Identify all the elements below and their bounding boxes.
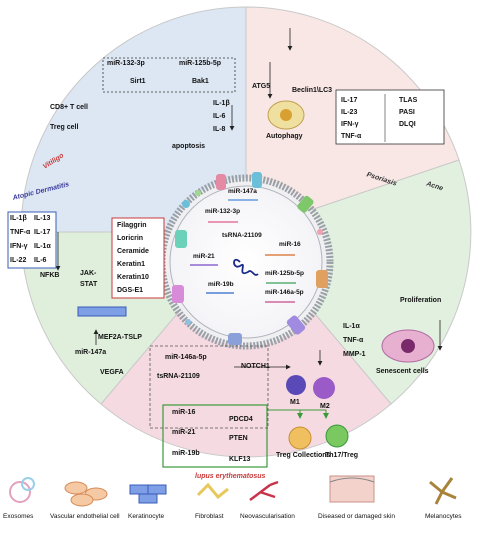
section-title-lupus: lupus erythematosus xyxy=(195,473,266,480)
vitiligo-mir132: miR-132-3p xyxy=(107,60,145,67)
acne-proliferation: Proliferation xyxy=(400,297,442,304)
legend-icons xyxy=(9,475,457,507)
legend-vascular-endothelial-cell: Vascular endothelial cell xyxy=(50,513,120,520)
atopic-keratin1: Keratin1 xyxy=(117,261,146,268)
lupus-mir16: miR-16 xyxy=(172,409,196,416)
psoriasis-box xyxy=(335,89,445,145)
atopic-tnfa: TNF-α xyxy=(10,229,31,236)
central-exosome xyxy=(158,172,334,350)
atopic-il13: IL-13 xyxy=(34,215,51,222)
atopic-il1b: IL-1β xyxy=(10,215,27,222)
vitiligo-treg: Treg cell xyxy=(50,124,79,131)
vitiligo-cd8: CD8+ T cell xyxy=(50,104,88,111)
lupus-m2: M2 xyxy=(320,403,330,410)
lupus-tsrna: tsRNA-21109 xyxy=(157,373,200,380)
legend-diseased-skin: Diseased or damaged skin xyxy=(318,513,395,520)
center-mir-132-3p: miR-132-3p xyxy=(205,208,241,215)
atopic-dgs-e1: DGS-E1 xyxy=(117,287,144,294)
atopic-nfkb: NFKB xyxy=(40,272,60,279)
atopic-keratinocyte xyxy=(77,306,127,317)
psoriasis-tnfa: TNF-α xyxy=(341,133,362,140)
vitiligo-il6: IL-6 xyxy=(213,113,226,120)
atopic-barrier-box xyxy=(111,217,165,299)
atopic-vegfa: VEGFA xyxy=(100,369,124,376)
psoriasis-ifng: IFN-γ xyxy=(341,121,359,128)
lupus-th17: Th17/Treg xyxy=(325,452,359,459)
center-mir-19b: miR-19b xyxy=(208,281,234,288)
atopic-keratin10: Keratin10 xyxy=(117,274,149,281)
vitiligo-il1b: IL-1β xyxy=(213,100,230,107)
center-mir-125b-5p: miR-125b-5p xyxy=(265,270,305,277)
vitiligo-bak1: Bak1 xyxy=(192,78,209,85)
acne-il1a: IL-1α xyxy=(343,323,360,330)
vitiligo-mir125b: miR-125b-5p xyxy=(179,60,222,67)
atopic-loricrin: Loricrin xyxy=(117,235,144,242)
atopic-il6: IL-6 xyxy=(34,257,47,264)
lupus-mir21: miR-21 xyxy=(172,429,196,436)
atopic-il17: IL-17 xyxy=(34,229,51,236)
lupus-mir19b: miR-19b xyxy=(172,450,200,457)
psoriasis-il17: IL-17 xyxy=(341,97,358,104)
legend-keratinocyte: Keratinocyte xyxy=(128,513,165,520)
atopic-jak: JAK- xyxy=(80,270,97,277)
lupus-treg: Treg Collections xyxy=(276,452,331,459)
acne-tnfa: TNF-α xyxy=(343,337,364,344)
atopic-mef2a: MEF2A-TSLP xyxy=(98,334,142,341)
lupus-pten: PTEN xyxy=(229,435,248,442)
atopic-ifng: IFN-γ xyxy=(10,243,28,250)
center-rna-glyphs xyxy=(190,199,296,303)
vitiligo-apoptosis: apoptosis xyxy=(172,143,206,150)
atopic-filaggrin: Filaggrin xyxy=(117,222,147,229)
center-mir-146a-5p: miR-146a-5p xyxy=(265,289,304,296)
acne-senescent: Senescent cells xyxy=(376,368,429,375)
psoriasis-tlas: TLAS xyxy=(399,97,418,104)
center-mir-21: miR-21 xyxy=(193,253,215,260)
atopic-ceramide: Ceramide xyxy=(117,248,149,255)
vitiligo-box xyxy=(102,57,236,93)
atopic-mir147a: miR-147a xyxy=(75,349,107,356)
center-tsrna-21109: tsRNA-21109 xyxy=(222,232,262,239)
psoriasis-dlqi: DLQI xyxy=(399,121,416,128)
psoriasis-autophagy: Autophagy xyxy=(266,133,303,140)
atopic-il1a: IL-1α xyxy=(34,243,51,250)
legend-neovascularisation: Neovascularisation xyxy=(240,513,295,520)
legend-melanocytes: Melanocytes xyxy=(425,513,462,520)
psoriasis-pasi: PASI xyxy=(399,109,415,116)
lupus-green-box xyxy=(162,404,268,468)
lupus-klf13: KLF13 xyxy=(229,456,251,463)
lupus-m1: M1 xyxy=(290,399,300,406)
atopic-cytokine-box xyxy=(7,211,57,269)
vitiligo-sirt1: Sirt1 xyxy=(130,78,146,85)
atopic-il22: IL-22 xyxy=(10,257,27,264)
legend-exosomes: Exosomes xyxy=(3,513,34,520)
lupus-pdcd4: PDCD4 xyxy=(229,416,253,423)
lupus-notch1: NOTCH1 xyxy=(241,363,270,370)
center-mir-147a: miR-147a xyxy=(228,188,257,195)
psoriasis-beclin: Beclin1\LC3 xyxy=(292,87,333,94)
vitiligo-il8: IL-8 xyxy=(213,126,226,133)
atopic-stat: STAT xyxy=(80,281,98,288)
psoriasis-atg5: ATG5 xyxy=(252,83,271,90)
acne-mmp1: MMP-1 xyxy=(343,351,366,358)
legend-fibroblast: Fibroblast xyxy=(195,513,224,520)
center-mir-16: miR-16 xyxy=(279,241,301,248)
lupus-mir146a: miR-146a-5p xyxy=(165,354,207,361)
psoriasis-il23: IL-23 xyxy=(341,109,358,116)
